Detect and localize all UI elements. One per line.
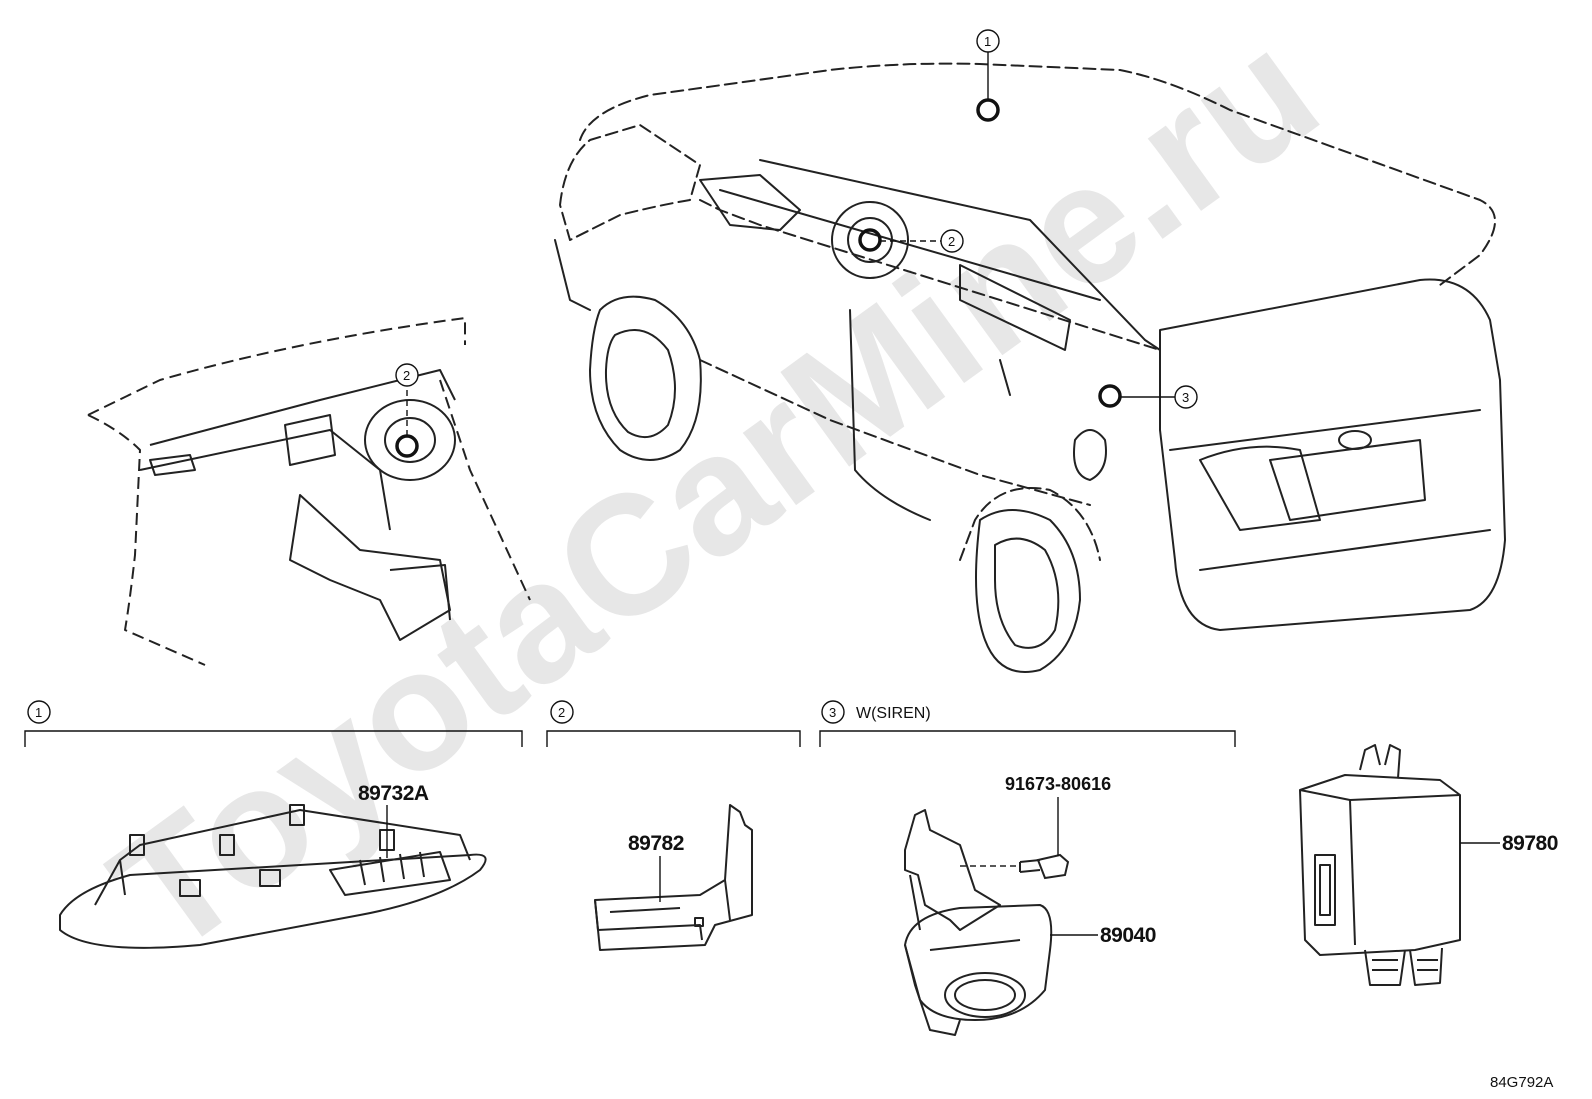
callout-2-label: 2 (948, 234, 955, 249)
part-number-89040: 89040 (1100, 924, 1156, 947)
part-89780-drawing (1299, 744, 1461, 986)
bolt-drawing (960, 853, 1070, 880)
section-2-marker: 2 (558, 705, 565, 720)
section-1-marker: 1 (35, 705, 42, 720)
watermark: ToyotaCarMine.ru (80, 0, 1351, 990)
callout-1-label: 1 (984, 34, 991, 49)
illustration-code: 84G792A (1490, 1074, 1553, 1091)
dashboard-illustration (87, 317, 531, 666)
vehicle-callouts (858, 29, 1198, 409)
section-3-header (819, 700, 1236, 747)
dashboard-callout (395, 363, 419, 458)
part-89040-drawing (904, 809, 1053, 1036)
part-number-89732a: 89732A (358, 782, 429, 805)
vehicle-illustration (554, 62, 1506, 673)
section-3-condition: W(SIREN) (856, 705, 931, 722)
part-number-89780: 89780 (1502, 832, 1558, 855)
section-3-marker: 3 (829, 705, 836, 720)
section-1-header (24, 700, 523, 747)
section-2-header (546, 700, 801, 747)
part-number-89782: 89782 (628, 832, 684, 855)
part-number-91673-80616: 91673-80616 (1005, 774, 1111, 794)
part-89732a-drawing (59, 804, 487, 949)
callout-3-label: 3 (1182, 390, 1189, 405)
dashboard-callout-label: 2 (403, 368, 410, 383)
part-89782-drawing (594, 804, 753, 951)
